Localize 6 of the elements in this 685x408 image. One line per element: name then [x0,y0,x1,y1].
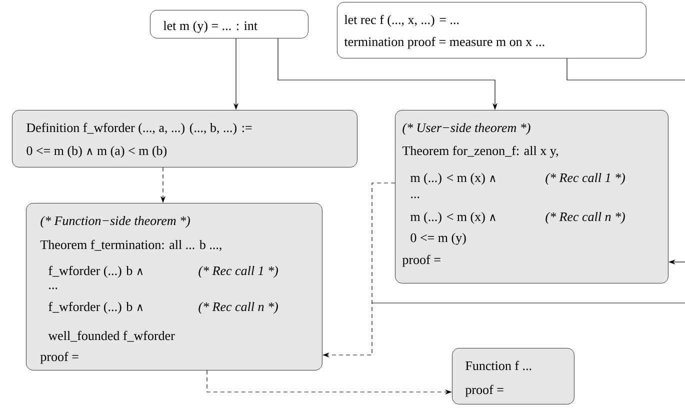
code-box: (* Function−side theorem *) Theorem f_termination: all ... b ..., f_wforder (...) b ∧ (* Rec call 1 *) ... f_wforder (...) b ∧ (* Rec call n *) well_founded f_wforder proof = [26,203,322,370]
code-box: let m (y) = ... : int [150,10,308,38]
code-box: (* User−side theorem *) Theorem for_zenon_f: all x y, m (...) < m (x) ∧ (* Rec call 1 *) ... m (...) < m (x) ∧ (* Rec call n *) 0 <= m (y) proof = [395,110,668,284]
code-box: let rec f (..., x, ...) = ... termination proof = measure m on x ... [337,2,646,58]
code-box: Function f ... proof = [452,348,574,404]
code-box: Definition f_wforder (..., a, ...) (..., b, ...) := 0 <= m (b) ∧ m (a) < m (b) [12,110,358,168]
